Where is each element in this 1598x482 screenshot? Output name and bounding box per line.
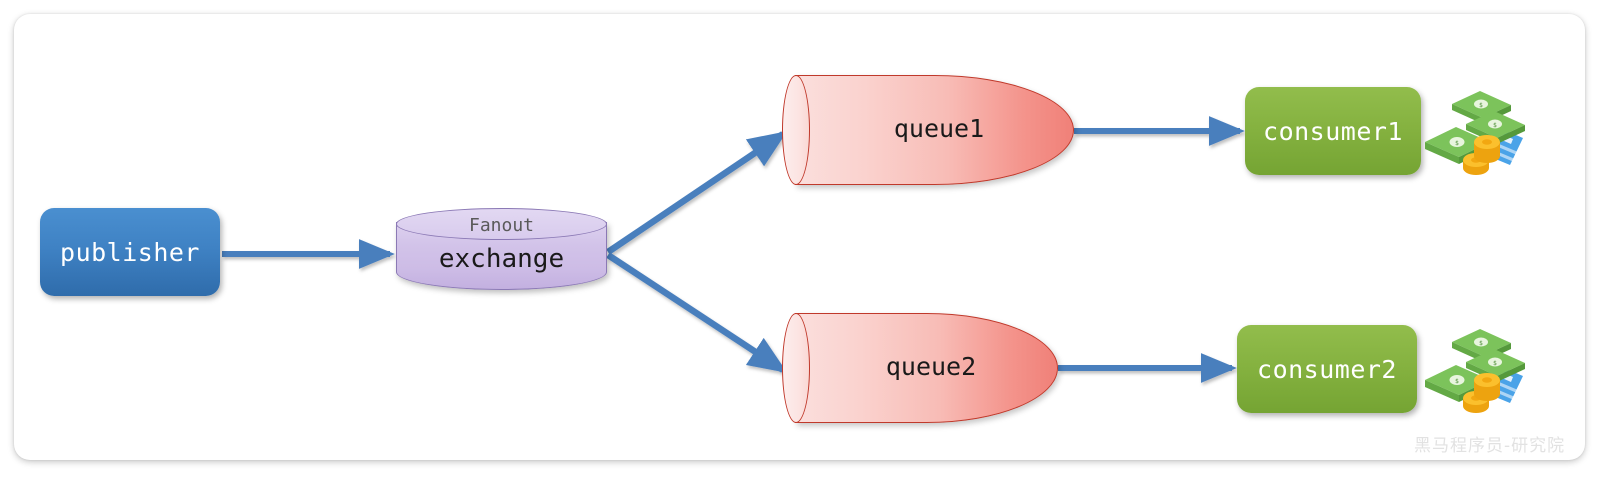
node-queue2[interactable]: queue2	[782, 313, 1058, 423]
node-queue1[interactable]: queue1	[782, 75, 1074, 185]
watermark: 黑马程序员-研究院	[1414, 436, 1566, 456]
money-stack-icon: $ $ $	[1425, 91, 1525, 175]
svg-text:$: $	[1479, 102, 1483, 109]
queue1-cylinder-cap	[782, 75, 810, 185]
queue1-label: queue1	[893, 114, 985, 143]
node-consumer1[interactable]: consumer1	[1245, 87, 1421, 175]
exchange-label: exchange	[438, 244, 565, 274]
node-exchange[interactable]: Fanout exchange	[396, 208, 607, 290]
svg-text:$: $	[1493, 360, 1497, 367]
node-publisher-label: publisher	[60, 237, 200, 267]
exchange-cylinder-top	[396, 208, 607, 240]
money-stack-icon: $ $ $	[1425, 329, 1525, 413]
svg-text:$: $	[1493, 122, 1497, 129]
node-consumer2[interactable]: consumer2	[1237, 325, 1417, 413]
svg-text:$: $	[1455, 140, 1459, 147]
exchange-type-label: Fanout	[468, 215, 535, 236]
node-consumer1-label: consumer1	[1263, 116, 1403, 146]
svg-text:$: $	[1479, 340, 1483, 347]
node-publisher[interactable]: publisher	[40, 208, 220, 296]
node-consumer2-label: consumer2	[1257, 354, 1397, 384]
queue1-cylinder-body	[795, 75, 1074, 185]
queue2-cylinder-body	[795, 313, 1058, 423]
svg-text:$: $	[1455, 378, 1459, 385]
queue2-label: queue2	[885, 352, 977, 381]
